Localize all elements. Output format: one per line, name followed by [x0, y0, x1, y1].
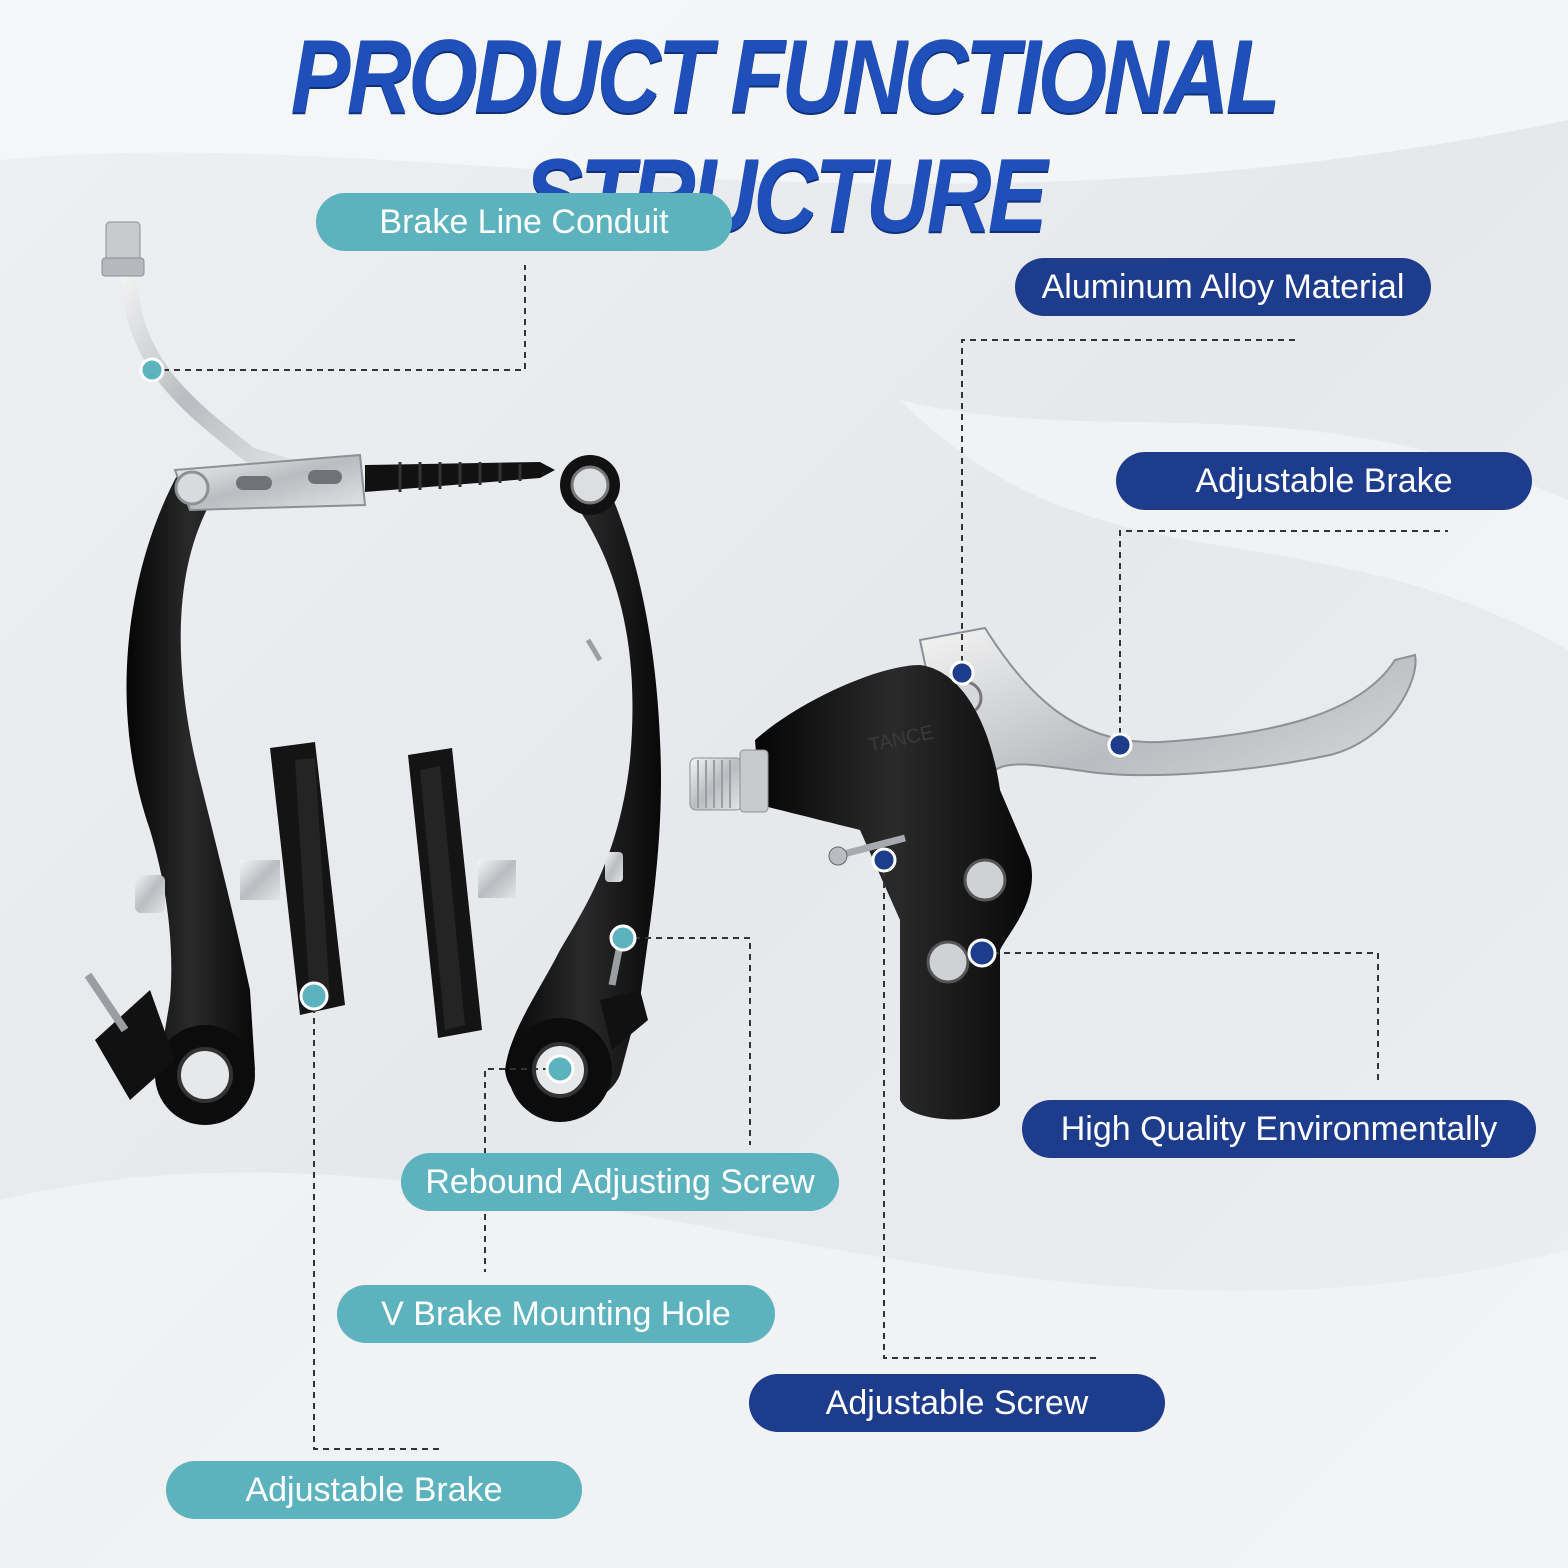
left-brake-arm: [126, 470, 255, 1103]
leader-lines: [152, 265, 1448, 1450]
label-high-quality: High Quality Environmentally: [1022, 1100, 1536, 1158]
dot-adjustable-brake-lever: [1107, 732, 1133, 758]
label-adjustable-brake-pad: Adjustable Brake: [166, 1461, 582, 1519]
leader-adjustable-brake-pad: [313, 996, 440, 1450]
label-rebound-screw: Rebound Adjusting Screw: [401, 1153, 839, 1211]
label-adjustable-screw: Adjustable Screw: [749, 1374, 1165, 1432]
callout-dots: [139, 357, 1133, 1084]
label-adjustable-brake-lever: Adjustable Brake: [1116, 452, 1532, 510]
brake-noodle: [120, 257, 308, 478]
right-brake-pad: [408, 748, 623, 1038]
dot-adjustable-screw: [871, 847, 897, 873]
leader-adjustable-screw: [883, 860, 1098, 1359]
leader-brake-line-conduit: [152, 265, 526, 371]
dot-rebound-screw: [609, 924, 637, 952]
dot-high-quality: [967, 938, 997, 968]
v-brake: [84, 221, 661, 1125]
lever-body: [755, 665, 1033, 1120]
leader-adjustable-brake-lever: [1119, 530, 1448, 745]
leader-rebound-screw: [623, 937, 751, 1145]
page-title: PRODUCT FUNCTIONAL STRUCTURE: [290, 19, 1281, 254]
leader-aluminum-alloy: [961, 339, 1295, 673]
dot-brake-line-conduit: [139, 357, 165, 383]
leader-high-quality: [982, 952, 1379, 1080]
brake-lever: TANCE: [689, 626, 1417, 1120]
dot-aluminum-alloy: [949, 660, 975, 686]
dot-adjustable-brake-pad: [299, 981, 329, 1011]
label-mounting-hole: V Brake Mounting Hole: [337, 1285, 775, 1343]
label-aluminum-alloy: Aluminum Alloy Material: [1015, 258, 1431, 316]
label-brake-line-conduit: Brake Line Conduit: [316, 193, 732, 251]
dot-mounting-hole: [545, 1054, 575, 1084]
left-brake-pad: [135, 742, 345, 1015]
